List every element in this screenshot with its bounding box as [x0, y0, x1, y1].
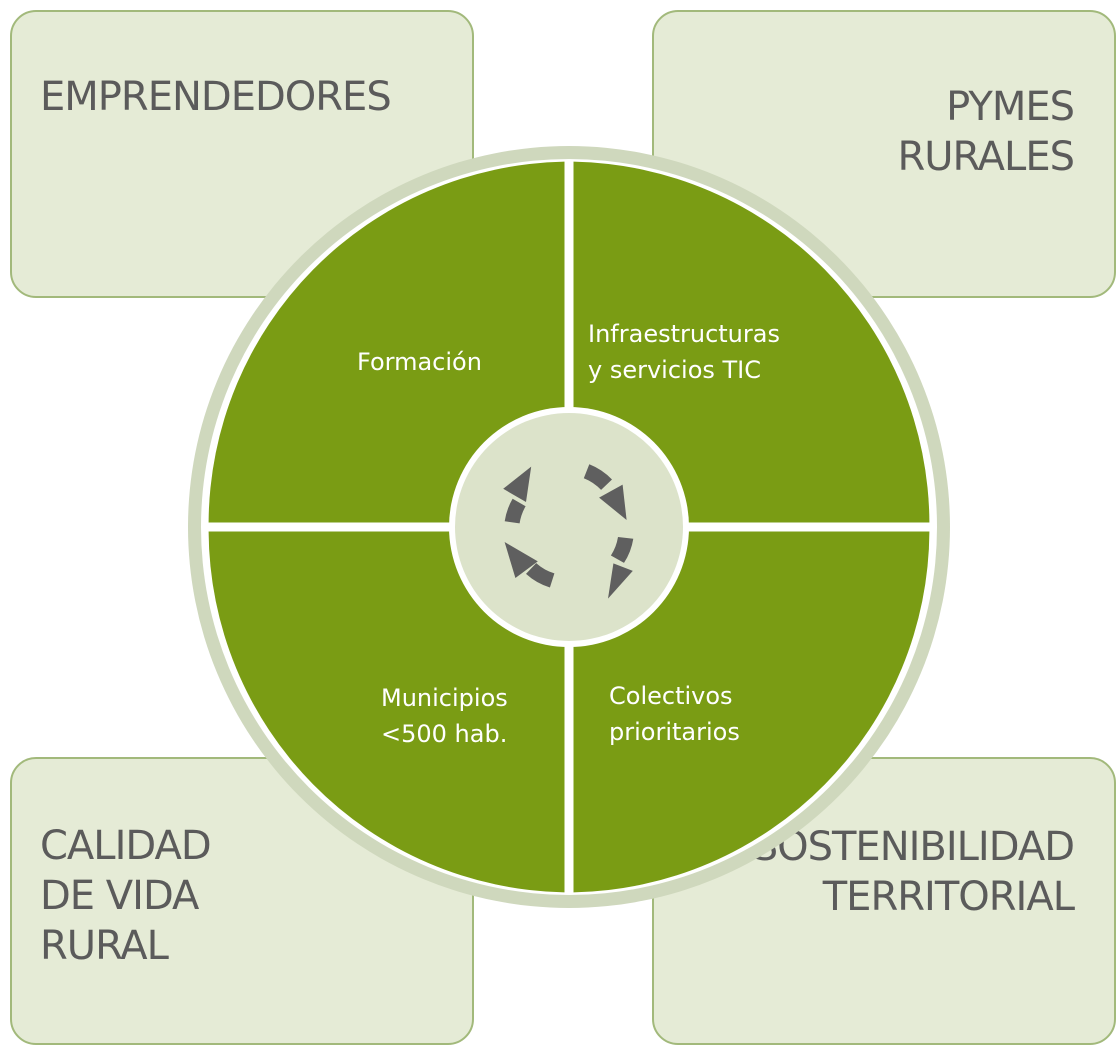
quadrant-label-formacion: Formación	[357, 348, 482, 376]
corner-label-calidad-de-vida: CALIDAD DE VIDA RURAL	[40, 823, 212, 969]
quadrant-formacion	[208, 161, 565, 523]
corner-box-sostenibilidad: SOSTENIBILIDAD TERRITORIAL	[652, 757, 1116, 1045]
corner-box-calidad-de-vida: CALIDAD DE VIDA RURAL	[10, 757, 474, 1045]
corner-box-pymes-rurales: PYMES RURALES	[652, 10, 1116, 298]
corner-label-emprendedores: EMPRENDEDORES	[40, 74, 392, 120]
cycle-arrows-icon	[503, 464, 634, 599]
quadrant-label-colectivos: Colectivos prioritarios	[609, 682, 740, 746]
quadrant-municipios	[208, 531, 565, 893]
quadrant-colectivos	[573, 531, 930, 893]
quadrant-label-municipios: Municipios <500 hab.	[381, 684, 508, 748]
corner-label-sostenibilidad: SOSTENIBILIDAD TERRITORIAL	[752, 824, 1075, 920]
corner-box-emprendedores: EMPRENDEDORES	[10, 10, 474, 298]
quadrant-label-infraestructuras: Infraestructuras y servicios TIC	[588, 320, 780, 384]
corner-label-pymes-rurales: PYMES RURALES	[897, 84, 1075, 180]
quadrant-infraestructuras	[573, 161, 930, 523]
hub	[455, 413, 683, 641]
